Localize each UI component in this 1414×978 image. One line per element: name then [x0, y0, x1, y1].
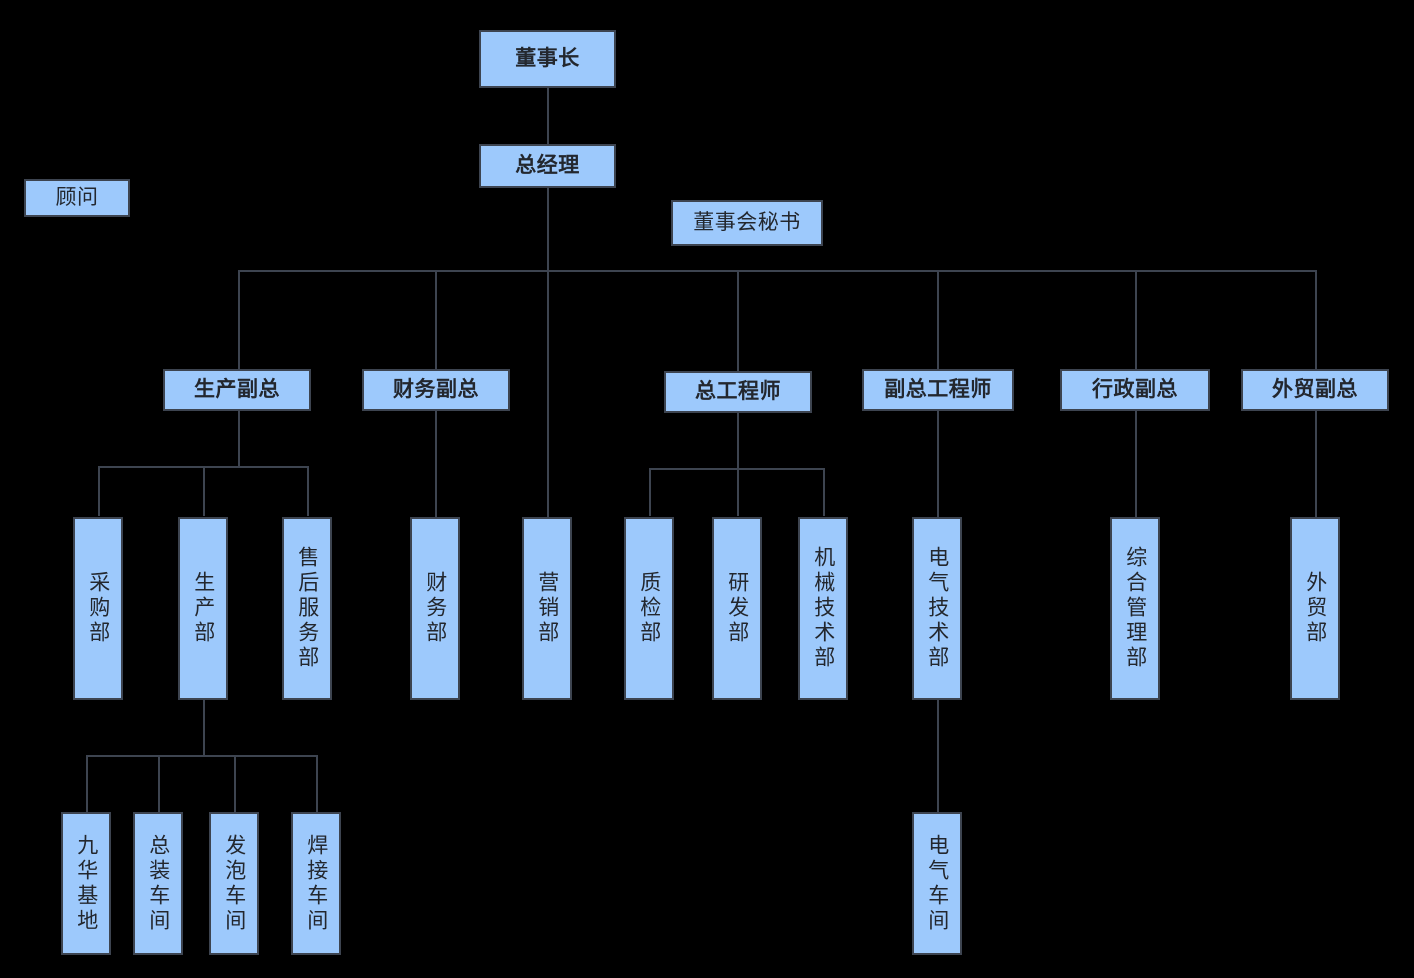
connector-exec-bus	[238, 270, 1316, 272]
node-dept-foreign-trade[interactable]: 外贸部	[1290, 517, 1340, 700]
node-dept-electrical-tech[interactable]: 电气技术部	[912, 517, 962, 700]
connector-to-dept-after-sales	[307, 466, 309, 516]
connector-to-dept-general-admin	[1135, 411, 1137, 517]
node-chairman[interactable]: 董事长	[479, 30, 616, 88]
node-dept-marketing[interactable]: 营销部	[522, 517, 572, 700]
connector-bus-to-chief-engineer	[737, 270, 739, 371]
connector-to-dept-production	[203, 466, 205, 516]
node-deputy-chief-engineer[interactable]: 副总工程师	[862, 369, 1014, 411]
node-dept-rnd[interactable]: 研发部	[712, 517, 762, 700]
node-dept-procurement[interactable]: 采购部	[73, 517, 123, 700]
node-board-secretary[interactable]: 董事会秘书	[671, 200, 823, 246]
connector-to-ws-assembly	[158, 755, 160, 812]
node-dept-mechanical-tech[interactable]: 机械技术部	[798, 517, 848, 700]
node-dept-finance[interactable]: 财务部	[410, 517, 460, 700]
node-dept-quality[interactable]: 质检部	[624, 517, 674, 700]
node-ws-foaming[interactable]: 发泡车间	[209, 812, 259, 955]
connector-workshops-bus	[86, 755, 318, 757]
connector-to-dept-quality	[649, 468, 651, 516]
connector-to-dept-rnd	[737, 468, 739, 516]
node-vp-foreign-trade[interactable]: 外贸副总	[1241, 369, 1389, 411]
node-vp-production[interactable]: 生产副总	[163, 369, 311, 411]
connector-to-ws-welding	[316, 755, 318, 812]
connector-bus-to-vp-administration	[1135, 270, 1137, 369]
connector-bus-to-vp-production	[238, 270, 240, 369]
connector-to-dept-electrical-tech	[937, 411, 939, 517]
connector-chairman-to-gm	[547, 88, 549, 144]
connector-to-dept-mechanical-tech	[823, 468, 825, 516]
node-vp-finance[interactable]: 财务副总	[362, 369, 510, 411]
node-advisor[interactable]: 顾问	[24, 179, 130, 217]
connector-bus-to-deputy-chief-engineer	[937, 270, 939, 369]
connector-bus-to-vp-finance	[435, 270, 437, 369]
connector-gm-trunk	[547, 188, 549, 517]
connector-to-ws-electrical	[937, 700, 939, 812]
connector-dept-production-stem	[203, 700, 205, 755]
node-ws-electrical[interactable]: 电气车间	[912, 812, 962, 955]
node-dept-production[interactable]: 生产部	[178, 517, 228, 700]
node-ws-assembly[interactable]: 总装车间	[133, 812, 183, 955]
node-chief-engineer[interactable]: 总工程师	[664, 371, 812, 413]
connector-bus-to-vp-foreign-trade	[1315, 270, 1317, 369]
connector-to-ws-foaming	[234, 755, 236, 812]
connector-to-ws-jiuhua-base	[86, 755, 88, 812]
connector-chief-engineer-stem	[737, 413, 739, 468]
connector-vp-production-stem	[238, 411, 240, 466]
connector-to-dept-procurement	[98, 466, 100, 516]
node-general-manager[interactable]: 总经理	[479, 144, 616, 188]
connector-to-dept-finance	[435, 411, 437, 517]
node-dept-general-admin[interactable]: 综合管理部	[1110, 517, 1160, 700]
node-ws-jiuhua-base[interactable]: 九华基地	[61, 812, 111, 955]
node-ws-welding[interactable]: 焊接车间	[291, 812, 341, 955]
connector-to-dept-foreign-trade	[1315, 411, 1317, 517]
node-vp-administration[interactable]: 行政副总	[1060, 369, 1210, 411]
node-dept-after-sales[interactable]: 售后服务部	[282, 517, 332, 700]
